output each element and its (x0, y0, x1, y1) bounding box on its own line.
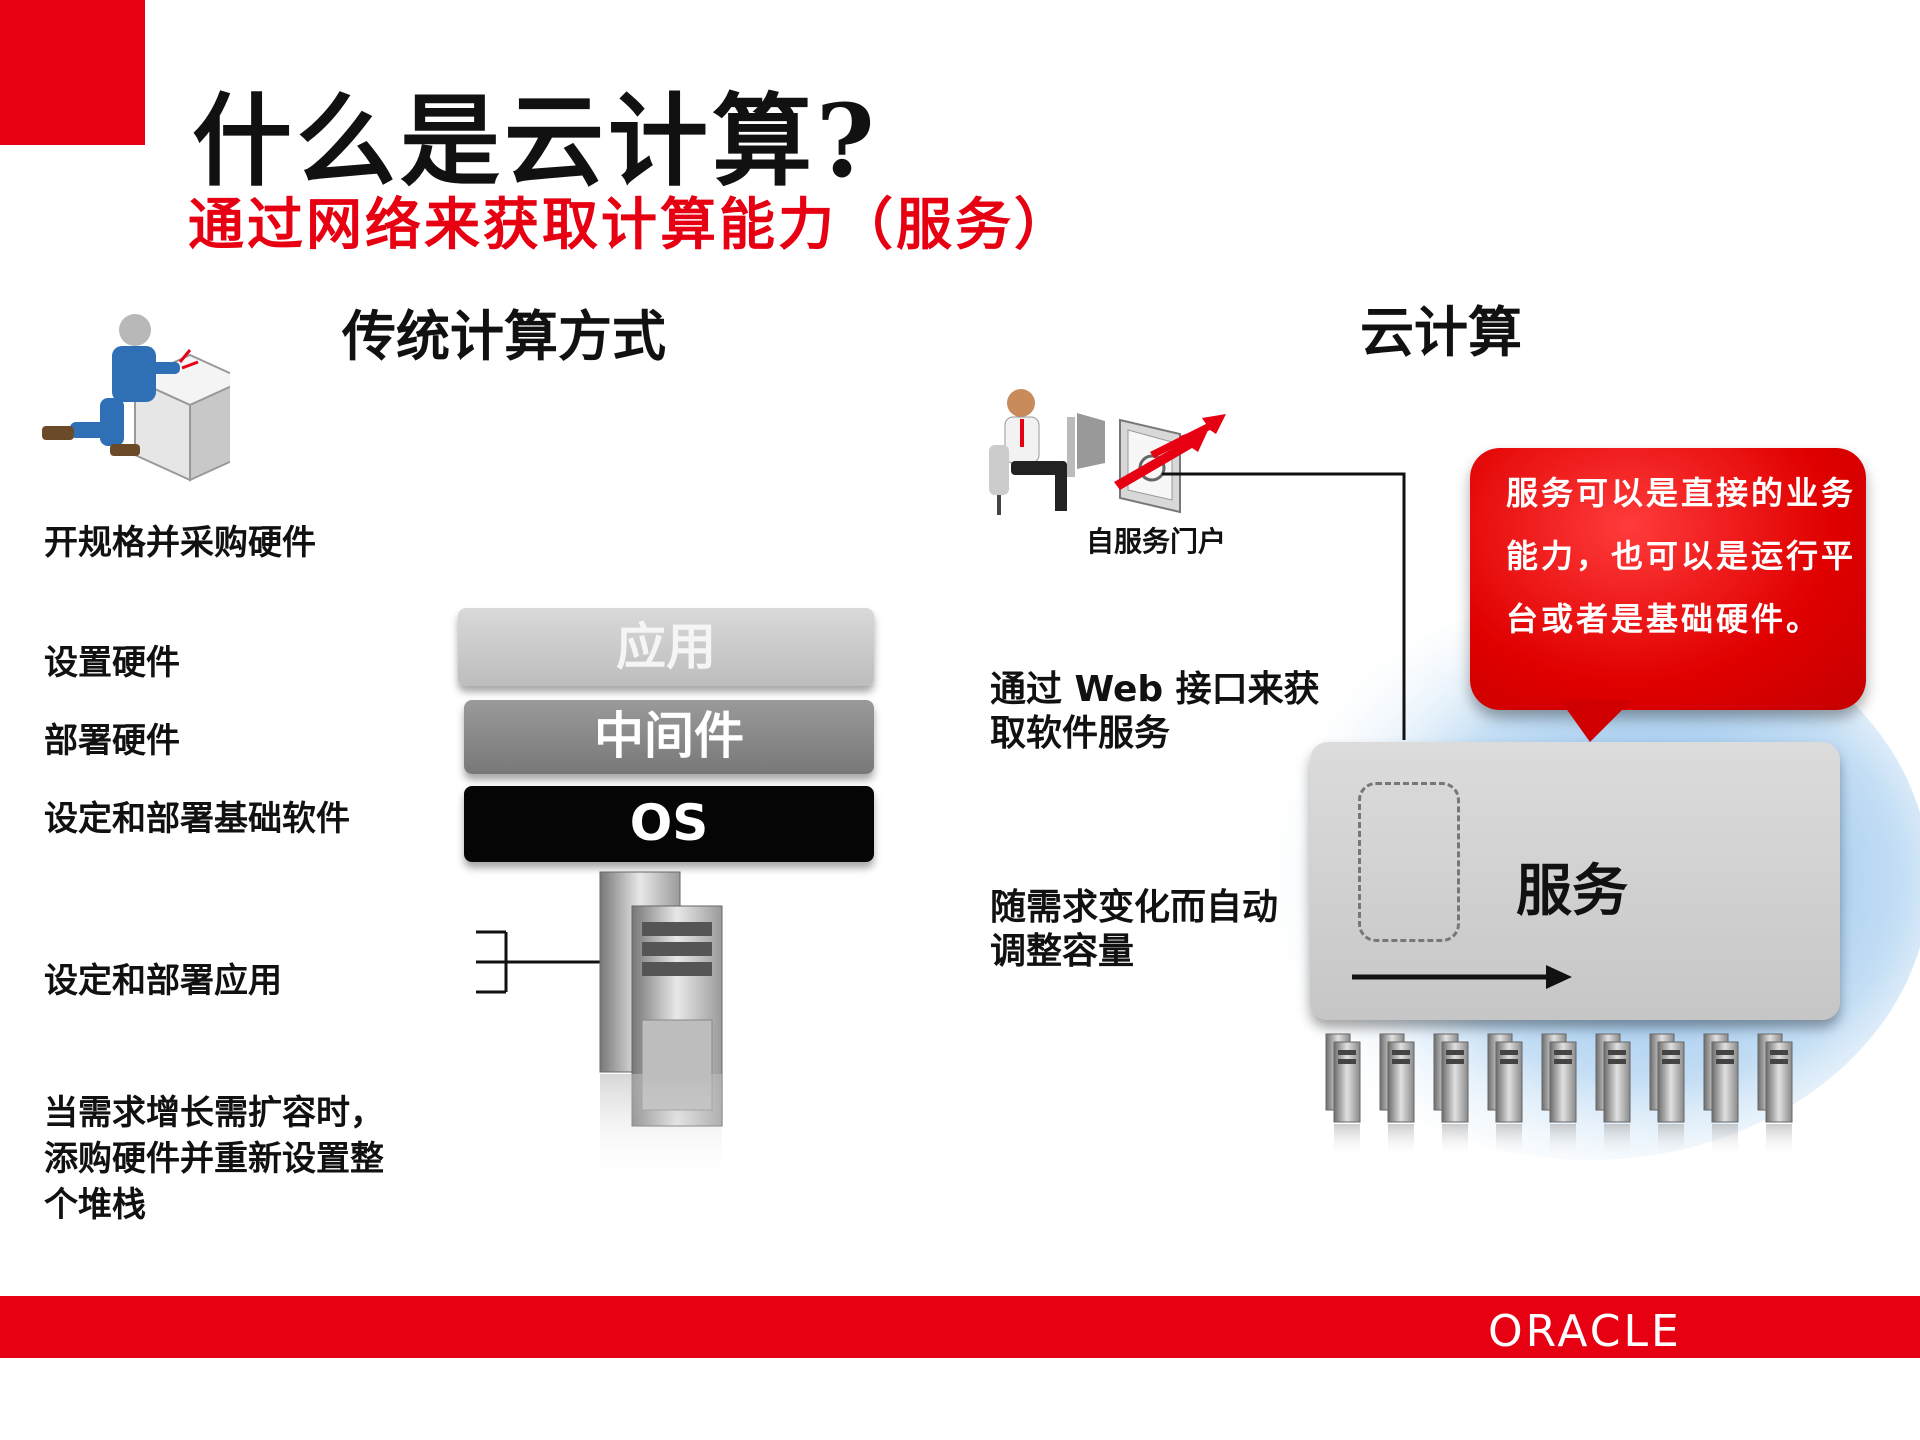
service-dashed-slot (1358, 782, 1460, 942)
page-subtitle: 通过网络来获取计算能力（服务） (188, 192, 1073, 258)
service-arrow-icon (1352, 965, 1572, 989)
step-deploy-base-software: 设定和部署基础软件 (44, 799, 350, 839)
footer-bar (0, 1296, 1920, 1358)
step-deploy-application: 设定和部署应用 (44, 961, 282, 1001)
note-web-interface: 通过 Web 接口来获取软件服务 (990, 669, 1320, 754)
traditional-heading: 传统计算方式 (342, 305, 666, 368)
layer-os: OS (464, 786, 874, 862)
step-setup-hardware: 设置硬件 (44, 643, 180, 683)
callout-bubble-tail (1560, 700, 1632, 742)
step-spec-purchase: 开规格并采购硬件 (44, 523, 316, 563)
corner-accent (0, 0, 145, 145)
person-at-desk-icon (989, 389, 1105, 515)
portal-connector-line (1162, 472, 1406, 740)
self-service-portal-label: 自服务门户 (1086, 525, 1227, 558)
service-label: 服务 (1516, 859, 1628, 924)
server-tower-icon (476, 871, 723, 1184)
step-deploy-hardware: 部署硬件 (44, 721, 180, 761)
oracle-logo: ORACLE (1488, 1306, 1682, 1357)
layer-middleware: 中间件 (464, 700, 874, 774)
layer-application: 应用 (458, 608, 874, 686)
worker-icon (42, 314, 230, 482)
service-box (1310, 742, 1840, 1020)
portal-monitor-icon (1114, 414, 1226, 514)
note-auto-scale: 随需求变化而自动调整容量 (990, 887, 1279, 972)
step-scale-stack: 当需求增长需扩容时，添购硬件并重新设置整个堆栈 (44, 1093, 384, 1225)
page-title: 什么是云计算? (192, 82, 879, 200)
server-rack-icon (1325, 1033, 1793, 1159)
cloud-heading: 云计算 (1360, 301, 1522, 364)
callout-bubble: 服务可以是直接的业务能力，也可以是运行平台或者是基础硬件。 (1470, 448, 1866, 710)
